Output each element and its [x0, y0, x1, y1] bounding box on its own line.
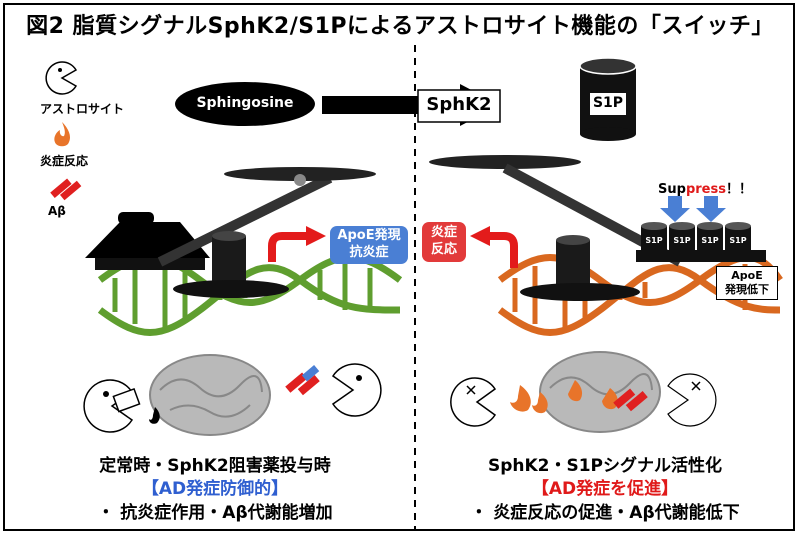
legend-flame-icon — [54, 122, 70, 147]
left-balance-scale — [85, 167, 376, 298]
sphingosine-ellipse — [175, 82, 315, 126]
sphingosine-label: Sphingosine — [196, 95, 294, 111]
figure-title: 図2 脂質シグナルSphK2/S1Pによるアストロサイト機能の「スイッチ」 — [26, 14, 774, 39]
suppress-label: Suppress！！ — [658, 178, 752, 197]
right-bullet: ・ 炎症反応の促進・Aβ代謝能低下 — [470, 503, 740, 523]
s1p-barrel-icon — [579, 57, 637, 141]
right-red-arrow — [488, 232, 518, 268]
fire-extinguisher-icon — [112, 387, 160, 424]
suppress-arrow-1 — [660, 196, 690, 222]
legend-abeta-label: Aβ — [48, 204, 66, 218]
right-heading: SphK2・S1Pシグナル活性化 — [487, 456, 723, 476]
can-label-2: S1P — [673, 236, 691, 245]
right-astrocyte-sick-icon — [450, 377, 497, 427]
right-subheading: 【AD発症を促進】 — [531, 479, 679, 499]
can-label-1: S1P — [645, 236, 663, 245]
right-astrocyte-faded-icon — [667, 373, 717, 427]
left-astrocyte-icon — [83, 379, 134, 433]
left-badge-bg — [330, 226, 408, 264]
s1p-barrel-label: S1P — [592, 95, 624, 111]
legend-astrocyte-label: アストロサイト — [40, 102, 125, 116]
sphk2-box — [417, 89, 501, 123]
right-badge-line1: 炎症 — [430, 225, 457, 240]
left-brain-icon — [149, 354, 271, 436]
suppress-arrow-2 — [696, 196, 726, 222]
left-abeta-icon — [285, 365, 320, 396]
suppress-red-part: press — [685, 182, 726, 197]
figure-frame — [3, 3, 795, 531]
legend-inflammation-label: 炎症反応 — [40, 154, 89, 168]
legend-astrocyte-icon — [45, 61, 78, 95]
s1p-can-row — [641, 222, 751, 252]
left-badge-line2: 抗炎症 — [349, 245, 389, 260]
left-badge: ApoE発現 抗炎症 — [330, 227, 408, 265]
right-flame-icons — [510, 380, 618, 414]
legend-abeta-icon — [50, 178, 82, 201]
apoe-decrease-box: ApoE 発現低下 — [716, 266, 778, 300]
can-label-4: S1P — [729, 236, 747, 245]
left-red-arrow — [268, 232, 310, 262]
left-badge-line1: ApoE発現 — [337, 228, 401, 243]
right-badge: 炎症 反応 — [422, 224, 466, 264]
suppress-prefix: Sup — [658, 182, 686, 197]
right-badge-bg — [422, 222, 466, 262]
left-subheading: 【AD発症防御的】 — [141, 479, 289, 499]
sphk2-label: SphK2 — [426, 94, 492, 115]
left-astrocyte-eating-icon — [331, 363, 382, 417]
left-heading: 定常時・SphK2阻害薬投与時 — [99, 456, 331, 476]
can-label-3: S1P — [701, 236, 719, 245]
left-bullet: ・ 抗炎症作用・Aβ代謝能増加 — [97, 503, 333, 523]
right-badge-line2: 反応 — [430, 242, 457, 257]
right-abeta-icon — [613, 388, 648, 412]
apoe-decrease-line2: 発現低下 — [725, 283, 769, 296]
suppress-suffix: ！！ — [725, 182, 752, 197]
apoe-decrease-line1: ApoE — [731, 269, 763, 282]
